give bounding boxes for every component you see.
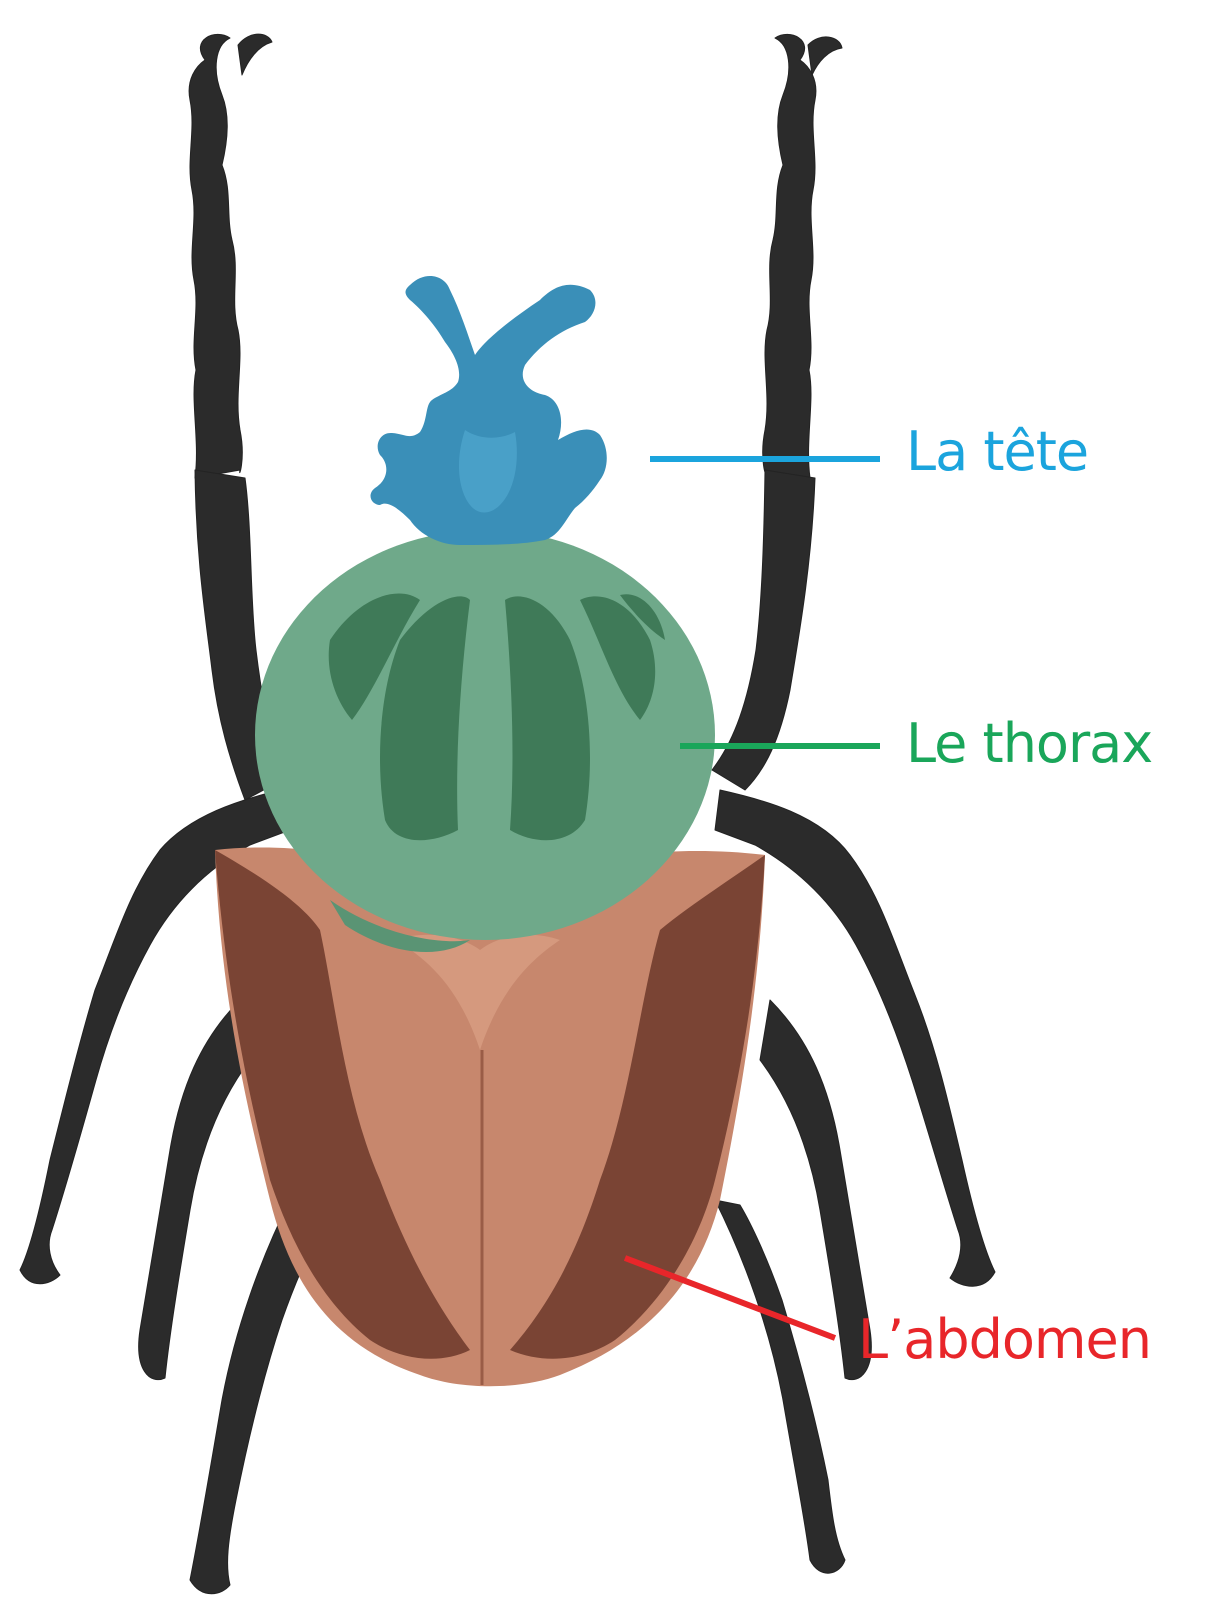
thorax-label: Le thorax bbox=[906, 712, 1152, 775]
abdomen-label: L’abdomen bbox=[858, 1308, 1151, 1371]
beetle-head bbox=[371, 276, 607, 545]
head-label: La tête bbox=[906, 420, 1088, 483]
